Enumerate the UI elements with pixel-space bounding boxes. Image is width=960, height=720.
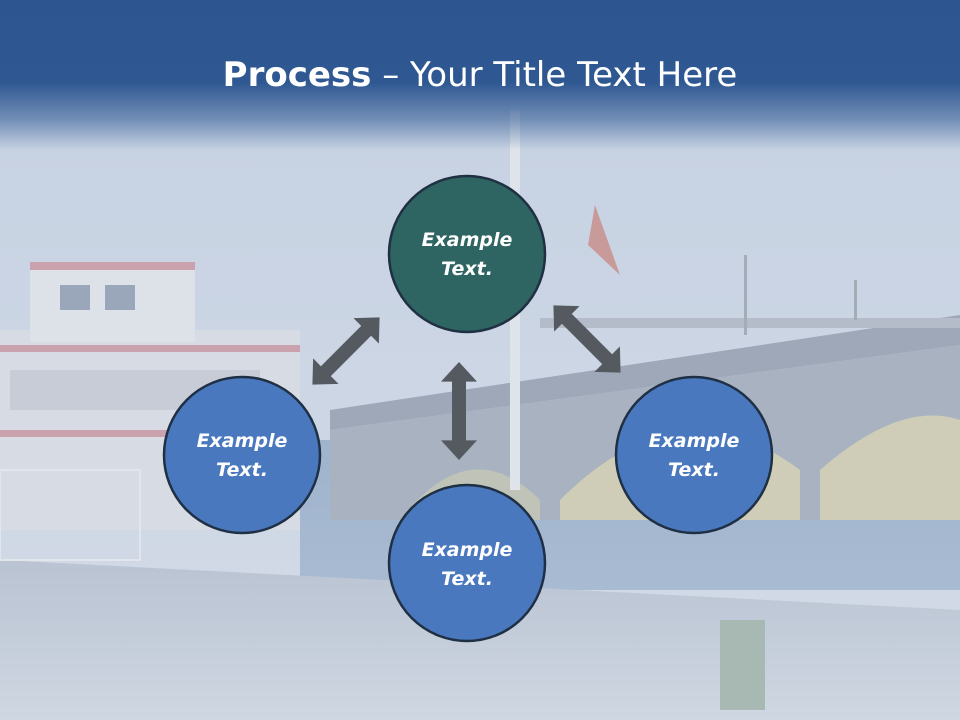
title-separator: – — [371, 55, 411, 95]
process-node-right[interactable]: Example Text. — [614, 375, 774, 535]
arrow-top-left — [299, 304, 393, 398]
title-bold: Process — [222, 55, 372, 95]
node-right-line1: Example — [649, 430, 740, 452]
process-node-bottom[interactable]: Example Text. — [387, 483, 547, 643]
node-right-line2: Text. — [668, 459, 720, 481]
node-bottom-line2: Text. — [441, 568, 493, 590]
node-top-line2: Text. — [441, 258, 493, 280]
arrow-vertical — [441, 362, 477, 460]
node-bottom-line1: Example — [422, 539, 513, 561]
node-left-line2: Text. — [216, 459, 268, 481]
page-title: Process – Your Title Text Here — [0, 52, 960, 98]
title-rest: Your Title Text Here — [410, 55, 738, 95]
process-node-top[interactable]: Example Text. — [387, 174, 547, 334]
title-bar — [0, 0, 960, 150]
node-left-line1: Example — [197, 430, 288, 452]
process-node-left[interactable]: Example Text. — [162, 375, 322, 535]
node-top-line1: Example — [422, 229, 513, 251]
arrow-top-right — [540, 292, 634, 386]
